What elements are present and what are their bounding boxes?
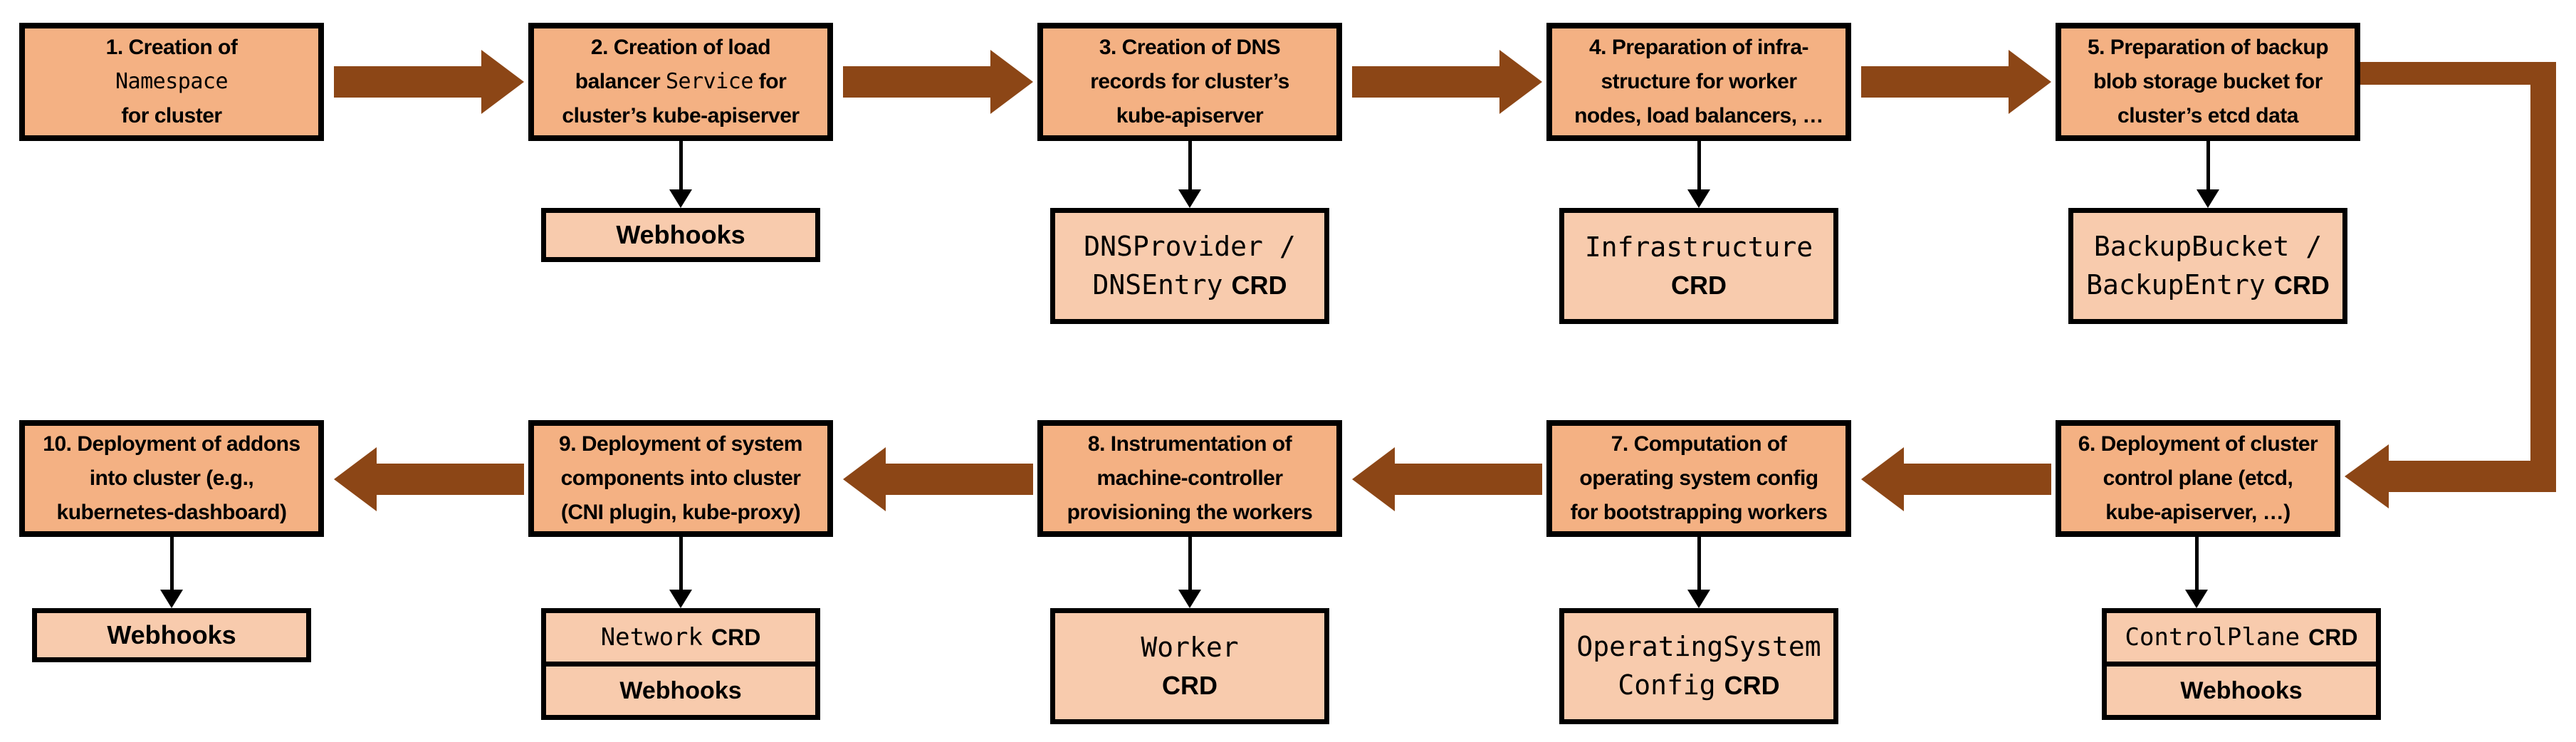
- step-8-column: 8. Instrumentation of machine-controller…: [1037, 420, 1342, 724]
- webhooks-cell: Webhooks: [546, 662, 815, 715]
- step-9-column: 9. Deployment of system components into …: [528, 420, 833, 720]
- step-3-column: 3. Creation of DNS records for cluster’s…: [1037, 23, 1342, 324]
- step-3-title: 3. Creation of DNS records for cluster’s…: [1090, 36, 1289, 127]
- down-arrow-icon: [1178, 141, 1201, 208]
- flow-gap-8-9: [833, 420, 1037, 538]
- flow-row-top: 1. Creation of Namespace for cluster 2. …: [19, 23, 2360, 324]
- code-namespace: Namespace: [115, 69, 229, 94]
- flow-gap-6-7: [1851, 420, 2056, 538]
- step-2-title: 2. Creation of load balancer Service for…: [562, 36, 800, 127]
- step-7-box: 7. Computation of operating system confi…: [1546, 420, 1851, 537]
- flow-arrow-right-icon: [843, 50, 1033, 114]
- flow-arrow-left-icon: [1352, 447, 1542, 511]
- flow-arrow-right-icon: [1861, 50, 2051, 114]
- down-arrow-icon: [669, 141, 692, 208]
- step-2-box: 2. Creation of load balancer Service for…: [528, 23, 833, 141]
- down-arrow-icon: [669, 537, 692, 608]
- code-service: Service: [665, 69, 753, 94]
- step-6-box: 6. Deployment of cluster control plane (…: [2056, 420, 2340, 537]
- step-1-title: 1. Creation of Namespace for cluster: [105, 36, 238, 127]
- crd-label: CRD: [2273, 270, 2330, 300]
- flow-gap-7-8: [1342, 420, 1546, 538]
- step-8-box: 8. Instrumentation of machine-controller…: [1037, 420, 1342, 537]
- flow-arrow-left-icon: [843, 447, 1033, 511]
- step-4-box: 4. Preparation of infra- structure for w…: [1546, 23, 1851, 141]
- step-1-column: 1. Creation of Namespace for cluster: [19, 23, 324, 141]
- wrap-arrow-vertical-segment: [2530, 62, 2556, 471]
- flow-row-bottom: 10. Deployment of addons into cluster (e…: [19, 420, 2381, 724]
- crd-label: CRD: [1162, 670, 1218, 700]
- step-9-box: 9. Deployment of system components into …: [528, 420, 833, 537]
- wrap-arrow-bottom-segment: [2389, 461, 2556, 492]
- flow-gap-9-10: [324, 420, 528, 538]
- step-4-title: 4. Preparation of infra- structure for w…: [1574, 36, 1823, 127]
- step-10-webhooks-box: Webhooks: [32, 608, 311, 662]
- step-10-title: 10. Deployment of addons into cluster (e…: [43, 432, 300, 524]
- step-8-title: 8. Instrumentation of machine-controller…: [1067, 432, 1313, 524]
- step-6-title: 6. Deployment of cluster control plane (…: [2078, 432, 2318, 524]
- down-arrow-icon: [160, 537, 183, 608]
- step-6-column: 6. Deployment of cluster control plane (…: [2056, 420, 2381, 720]
- step-10-box: 10. Deployment of addons into cluster (e…: [19, 420, 324, 537]
- flow-arrow-right-icon: [1352, 50, 1542, 114]
- step-5-title: 5. Preparation of backup blob storage bu…: [2087, 36, 2329, 127]
- wrap-arrow-head: [2345, 444, 2389, 508]
- flow-arrow-left-icon: [1861, 447, 2051, 511]
- step-9-title: 9. Deployment of system components into …: [559, 432, 802, 524]
- crd-label: CRD: [1231, 270, 1287, 300]
- step-5-box: 5. Preparation of backup blob storage bu…: [2056, 23, 2360, 141]
- flow-arrow-left-icon: [334, 447, 524, 511]
- crd-label: CRD: [2308, 624, 2358, 650]
- crd-label: CRD: [1671, 270, 1727, 300]
- infrastructure-crd-box: Infrastructure CRD: [1559, 208, 1838, 324]
- flow-gap-3-4: [1342, 23, 1546, 141]
- step-7-title: 7. Computation of operating system confi…: [1570, 432, 1828, 524]
- step-3-box: 3. Creation of DNS records for cluster’s…: [1037, 23, 1342, 141]
- flow-gap-4-5: [1851, 23, 2056, 141]
- down-arrow-icon: [2197, 141, 2219, 208]
- down-arrow-icon: [1687, 537, 1710, 608]
- worker-crd-box: Worker CRD: [1050, 608, 1329, 724]
- step-7-column: 7. Computation of operating system confi…: [1546, 420, 1851, 724]
- flow-gap-1-2: [324, 23, 528, 141]
- step-2-webhooks-box: Webhooks: [541, 208, 820, 262]
- crd-label: CRD: [711, 624, 761, 650]
- down-arrow-icon: [1178, 537, 1201, 608]
- webhooks-cell: Webhooks: [2107, 662, 2376, 715]
- step-10-column: 10. Deployment of addons into cluster (e…: [19, 420, 324, 662]
- flow-arrow-right-icon: [334, 50, 524, 114]
- step-2-column: 2. Creation of load balancer Service for…: [528, 23, 833, 262]
- step-4-column: 4. Preparation of infra- structure for w…: [1546, 23, 1851, 324]
- down-arrow-icon: [2185, 537, 2208, 608]
- step-1-box: 1. Creation of Namespace for cluster: [19, 23, 324, 141]
- down-arrow-icon: [1687, 141, 1710, 208]
- crd-label: CRD: [1724, 670, 1780, 700]
- step-5-column: 5. Preparation of backup blob storage bu…: [2056, 23, 2360, 324]
- flow-gap-2-3: [833, 23, 1037, 141]
- wrap-arrow-top-segment: [2360, 62, 2556, 85]
